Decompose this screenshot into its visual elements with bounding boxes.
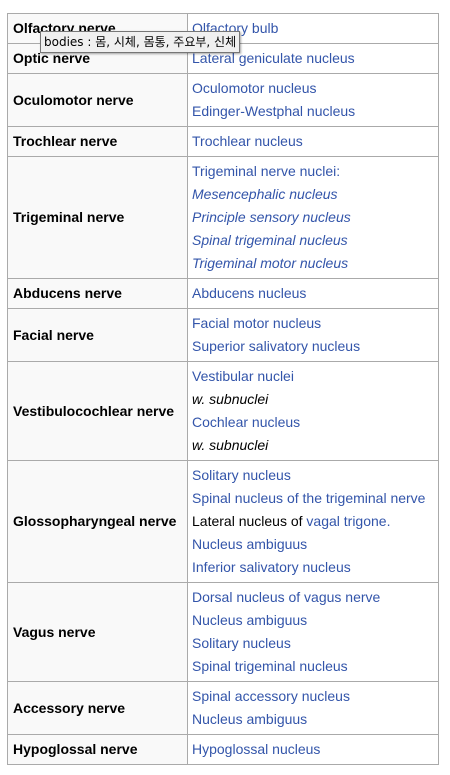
nucleus-text: Lateral nucleus of (192, 513, 307, 529)
nerve-name-cell: Accessory nerve (7, 681, 188, 735)
nucleus-line: Lateral geniculate nucleus (192, 47, 433, 70)
dictionary-tooltip: bodies : 몸, 시체, 몸통, 주요부, 신체 (40, 31, 241, 53)
nerve-name-cell: Facial nerve (7, 308, 188, 362)
nucleus-line: Mesencephalic nucleus (192, 183, 433, 206)
nucleus-line: Principle sensory nucleus (192, 206, 433, 229)
nerve-name-cell: Glossopharyngeal nerve (7, 460, 188, 583)
nucleus-link[interactable]: Nucleus ambiguus (192, 536, 308, 552)
nuclei-cell: Trochlear nucleus (187, 126, 439, 157)
nucleus-line: Inferior salivatory nucleus (192, 556, 433, 579)
nerve-name-cell: Vagus nerve (7, 582, 188, 682)
nucleus-link[interactable]: Vestibular nuclei (192, 368, 294, 384)
nucleus-link[interactable]: Lateral geniculate nucleus (192, 50, 355, 66)
nucleus-link[interactable]: Dorsal nucleus of vagus nerve (192, 589, 381, 605)
nucleus-line: Nucleus ambiguus (192, 533, 433, 556)
nucleus-link[interactable]: Edinger-Westphal nucleus (192, 103, 356, 119)
nucleus-line: Solitary nucleus (192, 464, 433, 487)
nucleus-link[interactable]: Spinal accessory nucleus (192, 688, 350, 704)
nucleus-line: Solitary nucleus (192, 632, 433, 655)
nucleus-line: Cochlear nucleus (192, 411, 433, 434)
nerve-name-cell: Vestibulocochlear nerve (7, 361, 188, 461)
nucleus-line: Spinal trigeminal nucleus (192, 655, 433, 678)
nucleus-line: Nucleus ambiguus (192, 708, 433, 731)
nuclei-cell: Trigeminal nerve nuclei: Mesencephalic nu… (187, 156, 439, 279)
nucleus-line: Nucleus ambiguus (192, 609, 433, 632)
nucleus-link[interactable]: Facial motor nucleus (192, 315, 322, 331)
nucleus-line: Facial motor nucleus (192, 312, 433, 335)
nerve-name-cell: Trochlear nerve (7, 126, 188, 157)
nucleus-link[interactable]: Hypoglossal nucleus (192, 741, 321, 757)
nucleus-line: Trigeminal motor nucleus (192, 252, 433, 275)
nucleus-link[interactable]: Trochlear nucleus (192, 133, 303, 149)
nuclei-cell: Hypoglossal nucleus (187, 734, 439, 765)
nucleus-link[interactable]: Solitary nucleus (192, 467, 291, 483)
nucleus-link[interactable]: vagal trigone. (306, 513, 391, 529)
nucleus-link[interactable]: Spinal trigeminal nucleus (192, 658, 348, 674)
nucleus-line: Edinger-Westphal nucleus (192, 100, 433, 123)
nucleus-link[interactable]: Oculomotor nucleus (192, 80, 317, 96)
nucleus-link[interactable]: Mesencephalic nucleus (192, 186, 338, 202)
nuclei-cell: Abducens nucleus (187, 278, 439, 309)
nucleus-line: w. subnuclei (192, 388, 433, 411)
nucleus-line: Oculomotor nucleus (192, 77, 433, 100)
nucleus-link[interactable]: Trigeminal nerve nuclei: (192, 163, 341, 179)
nucleus-link[interactable]: Abducens nucleus (192, 285, 307, 301)
nucleus-text: w. subnuclei (192, 391, 269, 407)
nucleus-link[interactable]: Spinal trigeminal nucleus (192, 232, 348, 248)
nucleus-line: w. subnuclei (192, 434, 433, 457)
nucleus-line: Spinal trigeminal nucleus (192, 229, 433, 252)
nerve-name-cell: Trigeminal nerve (7, 156, 188, 279)
nucleus-line: Trigeminal nerve nuclei: (192, 160, 433, 183)
nucleus-line: Trochlear nucleus (192, 130, 433, 153)
nerve-name-cell: Abducens nerve (7, 278, 188, 309)
nucleus-line: Hypoglossal nucleus (192, 738, 433, 761)
nucleus-link[interactable]: Trigeminal motor nucleus (192, 255, 349, 271)
nucleus-link[interactable]: Superior salivatory nucleus (192, 338, 361, 354)
nucleus-line: Spinal nucleus of the trigeminal nerve (192, 487, 433, 510)
nucleus-link[interactable]: Principle sensory nucleus (192, 209, 351, 225)
nucleus-line: Vestibular nuclei (192, 365, 433, 388)
nucleus-link[interactable]: Spinal nucleus of the trigeminal nerve (192, 490, 426, 506)
nucleus-line: Lateral nucleus of vagal trigone. (192, 510, 433, 533)
nucleus-link[interactable]: Nucleus ambiguus (192, 612, 308, 628)
nucleus-link[interactable]: Inferior salivatory nucleus (192, 559, 351, 575)
nucleus-text: w. subnuclei (192, 437, 269, 453)
nucleus-line: Dorsal nucleus of vagus nerve (192, 586, 433, 609)
nucleus-line: Superior salivatory nucleus (192, 335, 433, 358)
nucleus-line: Abducens nucleus (192, 282, 433, 305)
nerve-name-cell: Hypoglossal nerve (7, 734, 188, 765)
nucleus-link[interactable]: Cochlear nucleus (192, 414, 301, 430)
nerve-name-cell: Oculomotor nerve (7, 73, 188, 127)
nucleus-link[interactable]: Solitary nucleus (192, 635, 291, 651)
nucleus-line: Spinal accessory nucleus (192, 685, 433, 708)
nucleus-link[interactable]: Nucleus ambiguus (192, 711, 308, 727)
